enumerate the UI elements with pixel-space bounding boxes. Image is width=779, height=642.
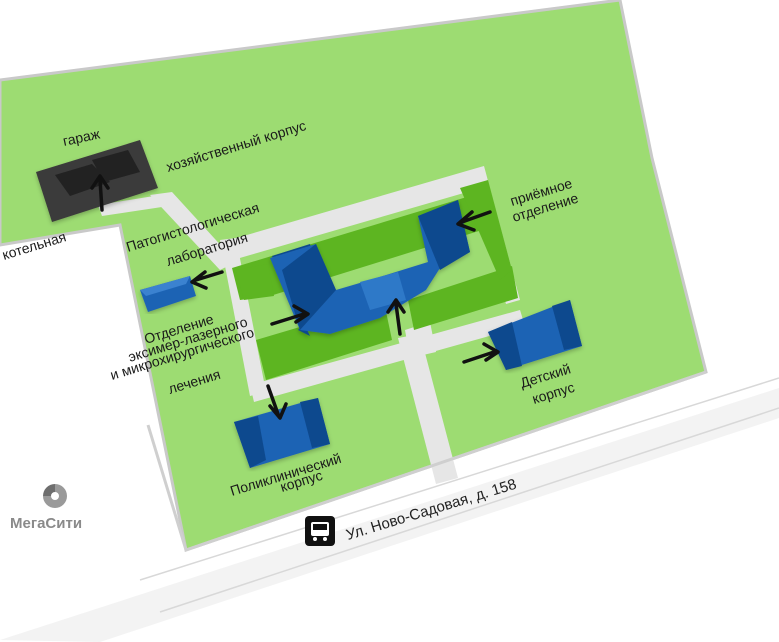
- arrow-childrens-icon: [462, 342, 500, 364]
- arrow-pathology-icon: [190, 270, 224, 290]
- arrow-garage-icon: [90, 174, 110, 212]
- megacity-logo-icon: [43, 484, 67, 508]
- childrens-building: [488, 300, 582, 370]
- main-building: [270, 200, 470, 336]
- road-edge: [159, 407, 779, 613]
- arrow-laser-dept-icon: [270, 304, 310, 326]
- label-garage: гараж: [61, 125, 102, 149]
- arrow-polyclinic-icon: [266, 384, 288, 420]
- pathology-lab-building: [140, 276, 196, 312]
- bus-icon[interactable]: [305, 516, 335, 546]
- road-edge: [139, 377, 779, 581]
- megacity-logo: МегаСити: [10, 484, 82, 532]
- logo-text: МегаСити: [10, 515, 82, 532]
- polyclinic-building: [234, 398, 330, 468]
- arrow-reception-icon: [456, 210, 492, 232]
- street-road: [0, 388, 779, 642]
- fence-line: [146, 370, 707, 552]
- direction-arrows: [90, 174, 500, 420]
- arrow-main-entrance-icon: [386, 298, 406, 336]
